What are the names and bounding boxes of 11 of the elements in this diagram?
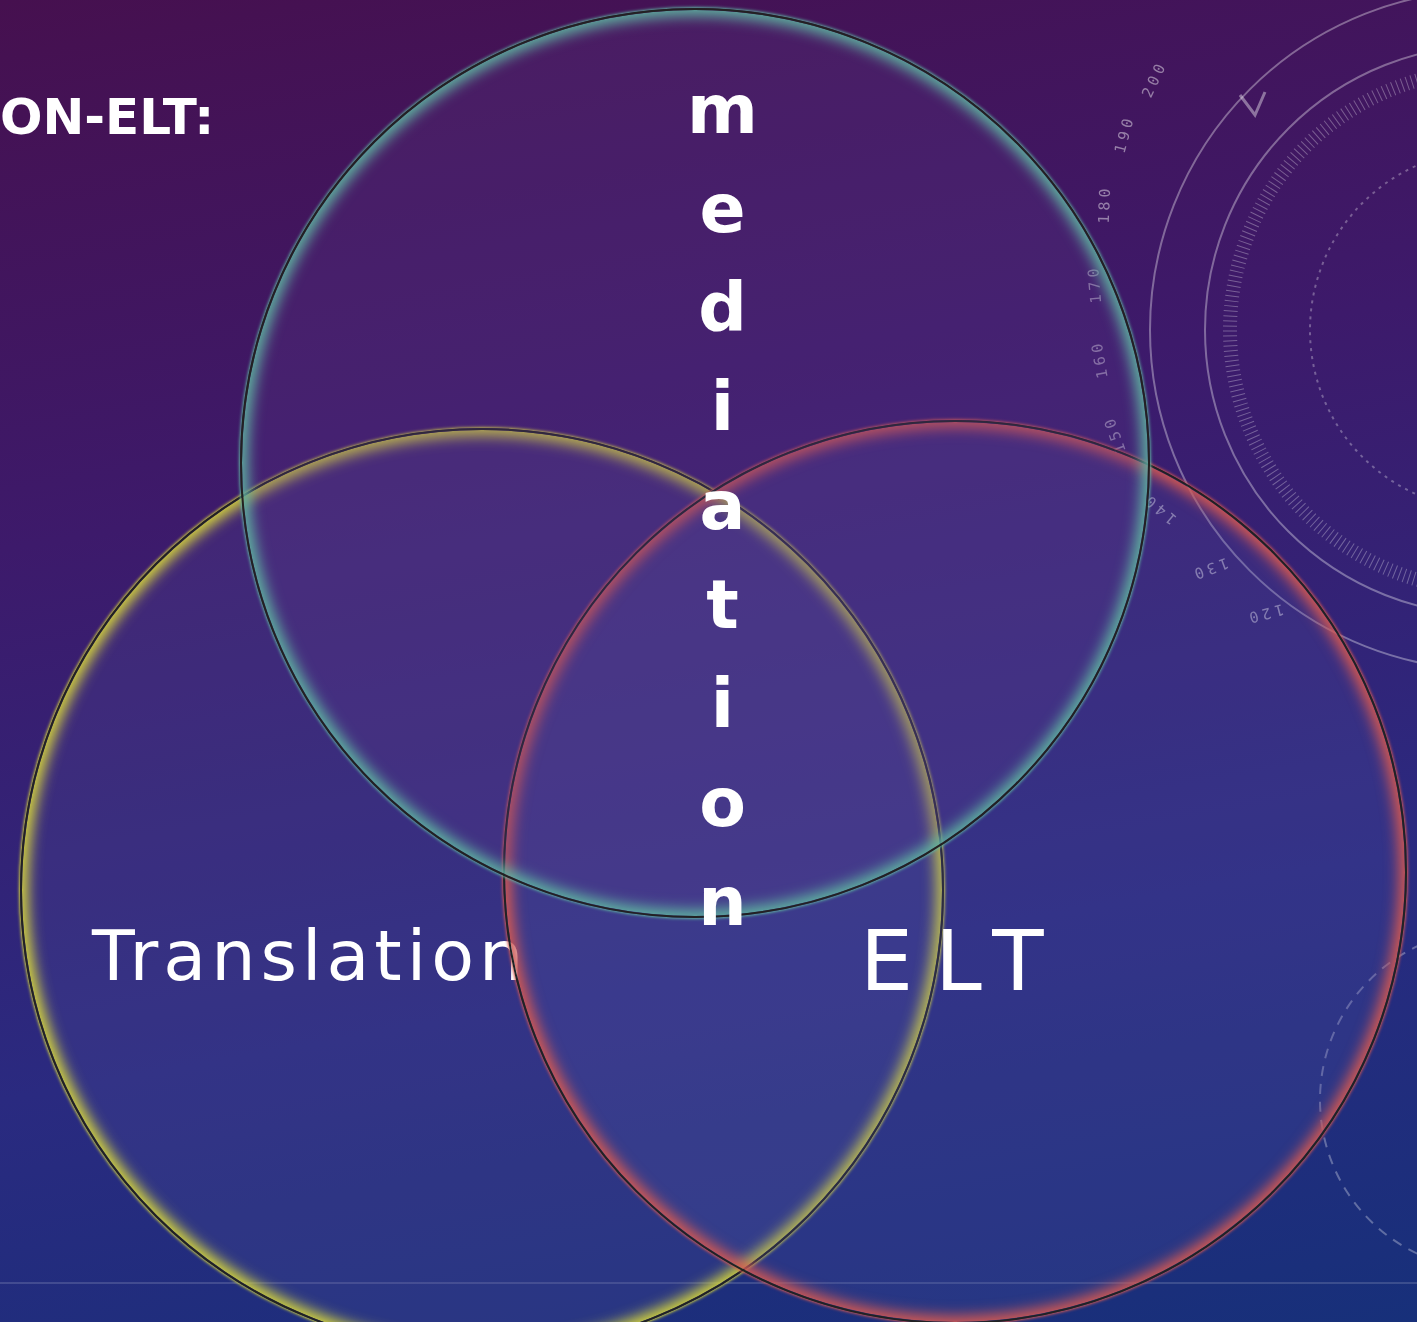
circle-label: ELT	[860, 912, 1066, 1010]
dial-number: 160	[1087, 338, 1112, 380]
center-label: mediation	[683, 70, 762, 961]
dial-number: 170	[1083, 263, 1106, 305]
dial-number: 150	[1099, 412, 1130, 456]
slide-title: ON-ELT:	[0, 88, 215, 146]
dial-number: 190	[1110, 112, 1139, 156]
dial-number: 200	[1138, 57, 1171, 101]
dial-number: 180	[1094, 184, 1115, 224]
dial-number: 130	[1188, 553, 1231, 585]
dial-number: 120	[1243, 600, 1286, 628]
